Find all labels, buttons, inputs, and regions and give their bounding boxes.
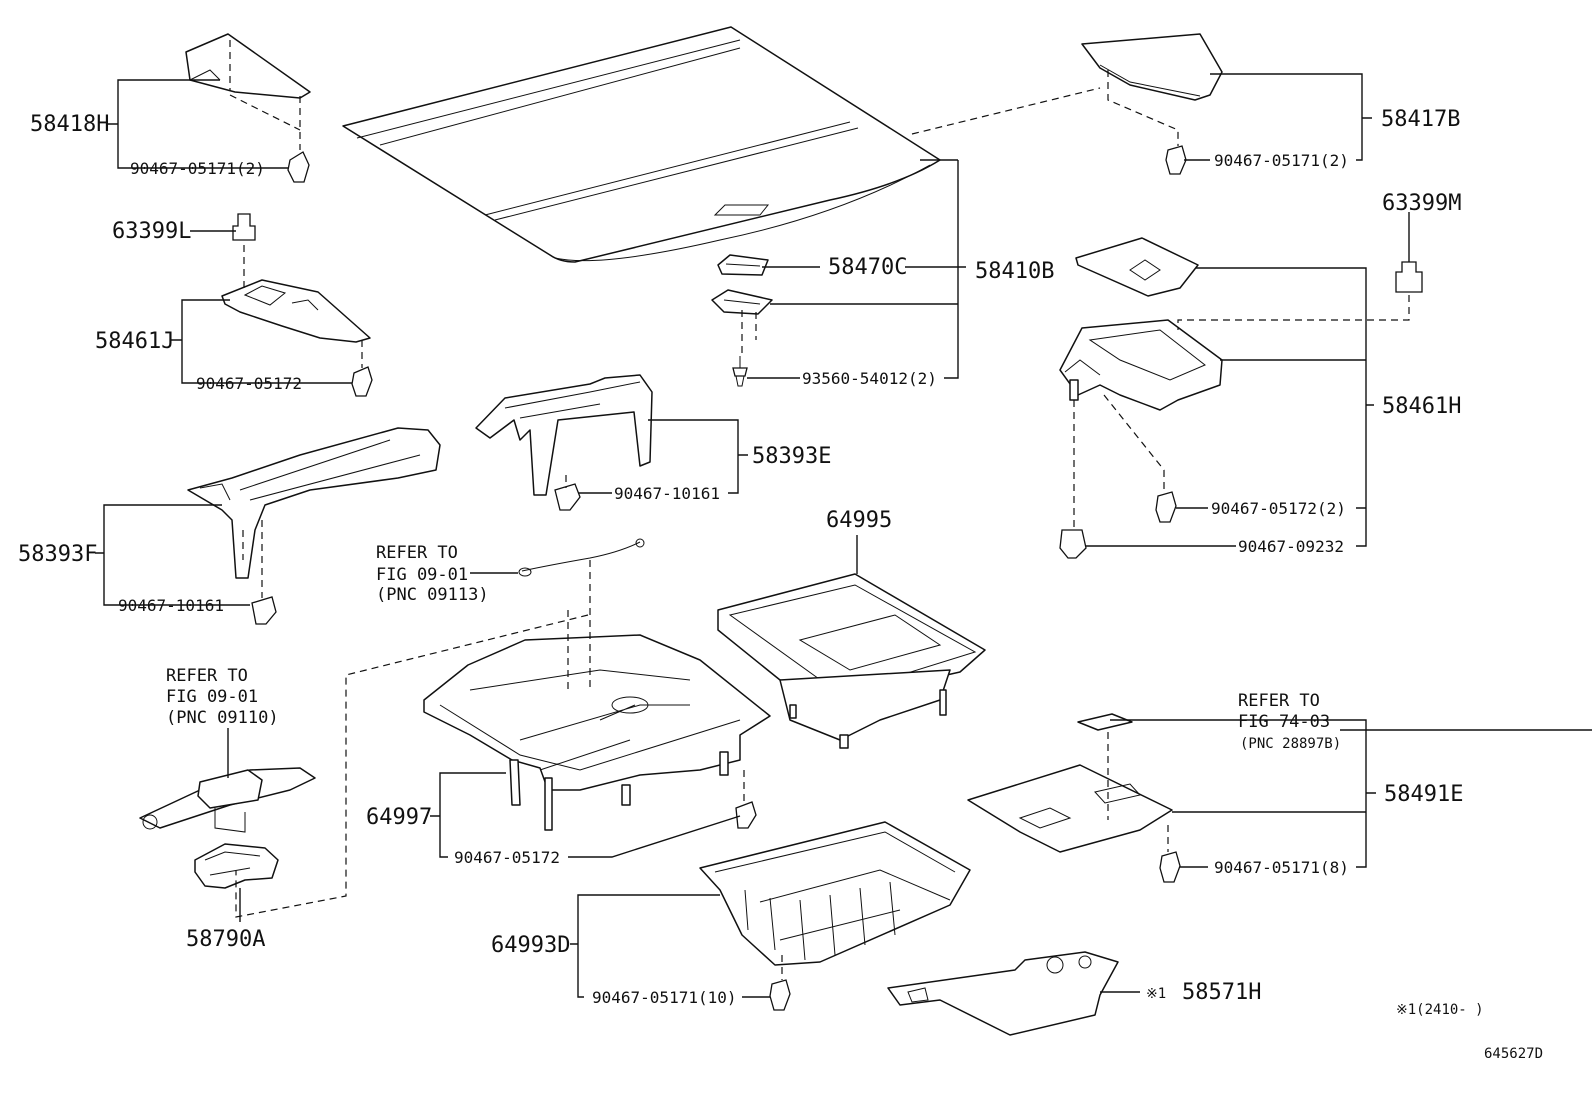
cable-09113: [518, 538, 645, 577]
label-58461J-clip: 90467-05172: [196, 374, 302, 393]
label-58461J: 58461J: [95, 329, 174, 354]
label-58418H: 58418H: [30, 112, 109, 137]
bracket-58461H: [1059, 319, 1223, 411]
ref3-line3: (PNC 28897B): [1240, 736, 1341, 752]
ref1-line3: (PNC 09113): [376, 585, 489, 605]
clip-58461J: [351, 366, 373, 397]
clip-58491E: [1159, 851, 1181, 883]
label-58461H: 58461H: [1382, 394, 1461, 419]
label-93560: 93560-54012(2): [802, 369, 937, 388]
clip-90467-09232: [1059, 529, 1087, 559]
label-58418H-clip: 90467-05171(2): [130, 159, 265, 178]
label-64995: 64995: [826, 508, 892, 533]
label-64993D: 64993D: [491, 933, 570, 958]
clip-58417B: [1165, 145, 1187, 175]
holder-58790A: [194, 843, 279, 889]
label-58571H: 58571H: [1182, 980, 1261, 1005]
label-64997-clip: 90467-05172: [454, 848, 560, 867]
clip-58418H: [287, 151, 310, 183]
diagram-id: 645627D: [1484, 1046, 1543, 1062]
label-58790A: 58790A: [186, 927, 265, 952]
label-58571H-mark: ※1: [1146, 986, 1166, 1002]
label-58393E-clip: 90467-10161: [614, 484, 720, 503]
cover-58417B: [1081, 33, 1223, 101]
label-58491E: 58491E: [1384, 782, 1463, 807]
box-64995: [717, 573, 986, 749]
refer-block-09110: REFER TO FIG 09-01 (PNC 09110): [166, 666, 279, 728]
footnote: ※1(2410- ): [1396, 1002, 1484, 1018]
bracket-58393E: [475, 374, 653, 496]
bracket-58461J: [221, 279, 371, 343]
label-58461H-clip: 90467-05172(2): [1211, 499, 1346, 518]
fastener-63399M: [1395, 261, 1423, 293]
label-58410B: 58410B: [975, 259, 1054, 284]
label-58393E: 58393E: [752, 444, 831, 469]
label-63399M: 63399M: [1382, 191, 1461, 216]
leader-lines: [95, 73, 1592, 998]
screw-93560: [732, 356, 748, 387]
label-58417B-clip: 90467-05171(2): [1214, 151, 1349, 170]
bracket-58393F: [187, 427, 441, 579]
clip-58461H: [1155, 491, 1177, 523]
ref2-line3: (PNC 09110): [166, 708, 279, 728]
clip-58393F: [251, 596, 277, 625]
tray-64997: [423, 634, 771, 831]
ref3-line1: REFER TO: [1238, 691, 1320, 711]
mat-58571H: [887, 951, 1119, 1036]
label-58393F-clip: 90467-10161: [118, 596, 224, 615]
tray-58470C: [711, 254, 773, 315]
fastener-63399L: [232, 213, 256, 241]
jack-09110: [139, 767, 316, 833]
clip-64993D: [769, 979, 791, 1011]
label-63399L: 63399L: [112, 219, 191, 244]
clip-58393E: [554, 483, 581, 511]
ref1-line1: REFER TO: [376, 543, 458, 563]
label-64997: 64997: [366, 805, 432, 830]
label-58393F: 58393F: [18, 542, 97, 567]
ref3-line2: FIG 74-03: [1238, 712, 1330, 732]
ref2-line1: REFER TO: [166, 666, 248, 686]
clip-64997: [735, 801, 757, 829]
ref1-line2: FIG 09-01: [376, 565, 468, 585]
label-58470C: 58470C: [828, 255, 907, 280]
label-64993D-clip: 90467-05171(10): [592, 988, 737, 1007]
refer-block-28897B: REFER TO FIG 74-03 (PNC 28897B): [1238, 691, 1341, 752]
labels: 58418H 90467-05171(2) 63399L 58461J 9046…: [18, 107, 1463, 1007]
cover-58461H: [1075, 237, 1199, 297]
tub-64993D: [699, 821, 971, 966]
label-58491E-clip: 90467-05171(8): [1214, 858, 1349, 877]
cover-58418H: [185, 33, 311, 99]
label-58417B: 58417B: [1381, 107, 1460, 132]
deck-board-58410B: [342, 26, 941, 263]
refer-block-09113: REFER TO FIG 09-01 (PNC 09113): [376, 543, 489, 605]
board-58491E: [967, 713, 1173, 853]
ref2-line2: FIG 09-01: [166, 687, 258, 707]
label-90467-09232: 90467-09232: [1238, 537, 1344, 556]
dashed-lines: [229, 40, 1410, 980]
